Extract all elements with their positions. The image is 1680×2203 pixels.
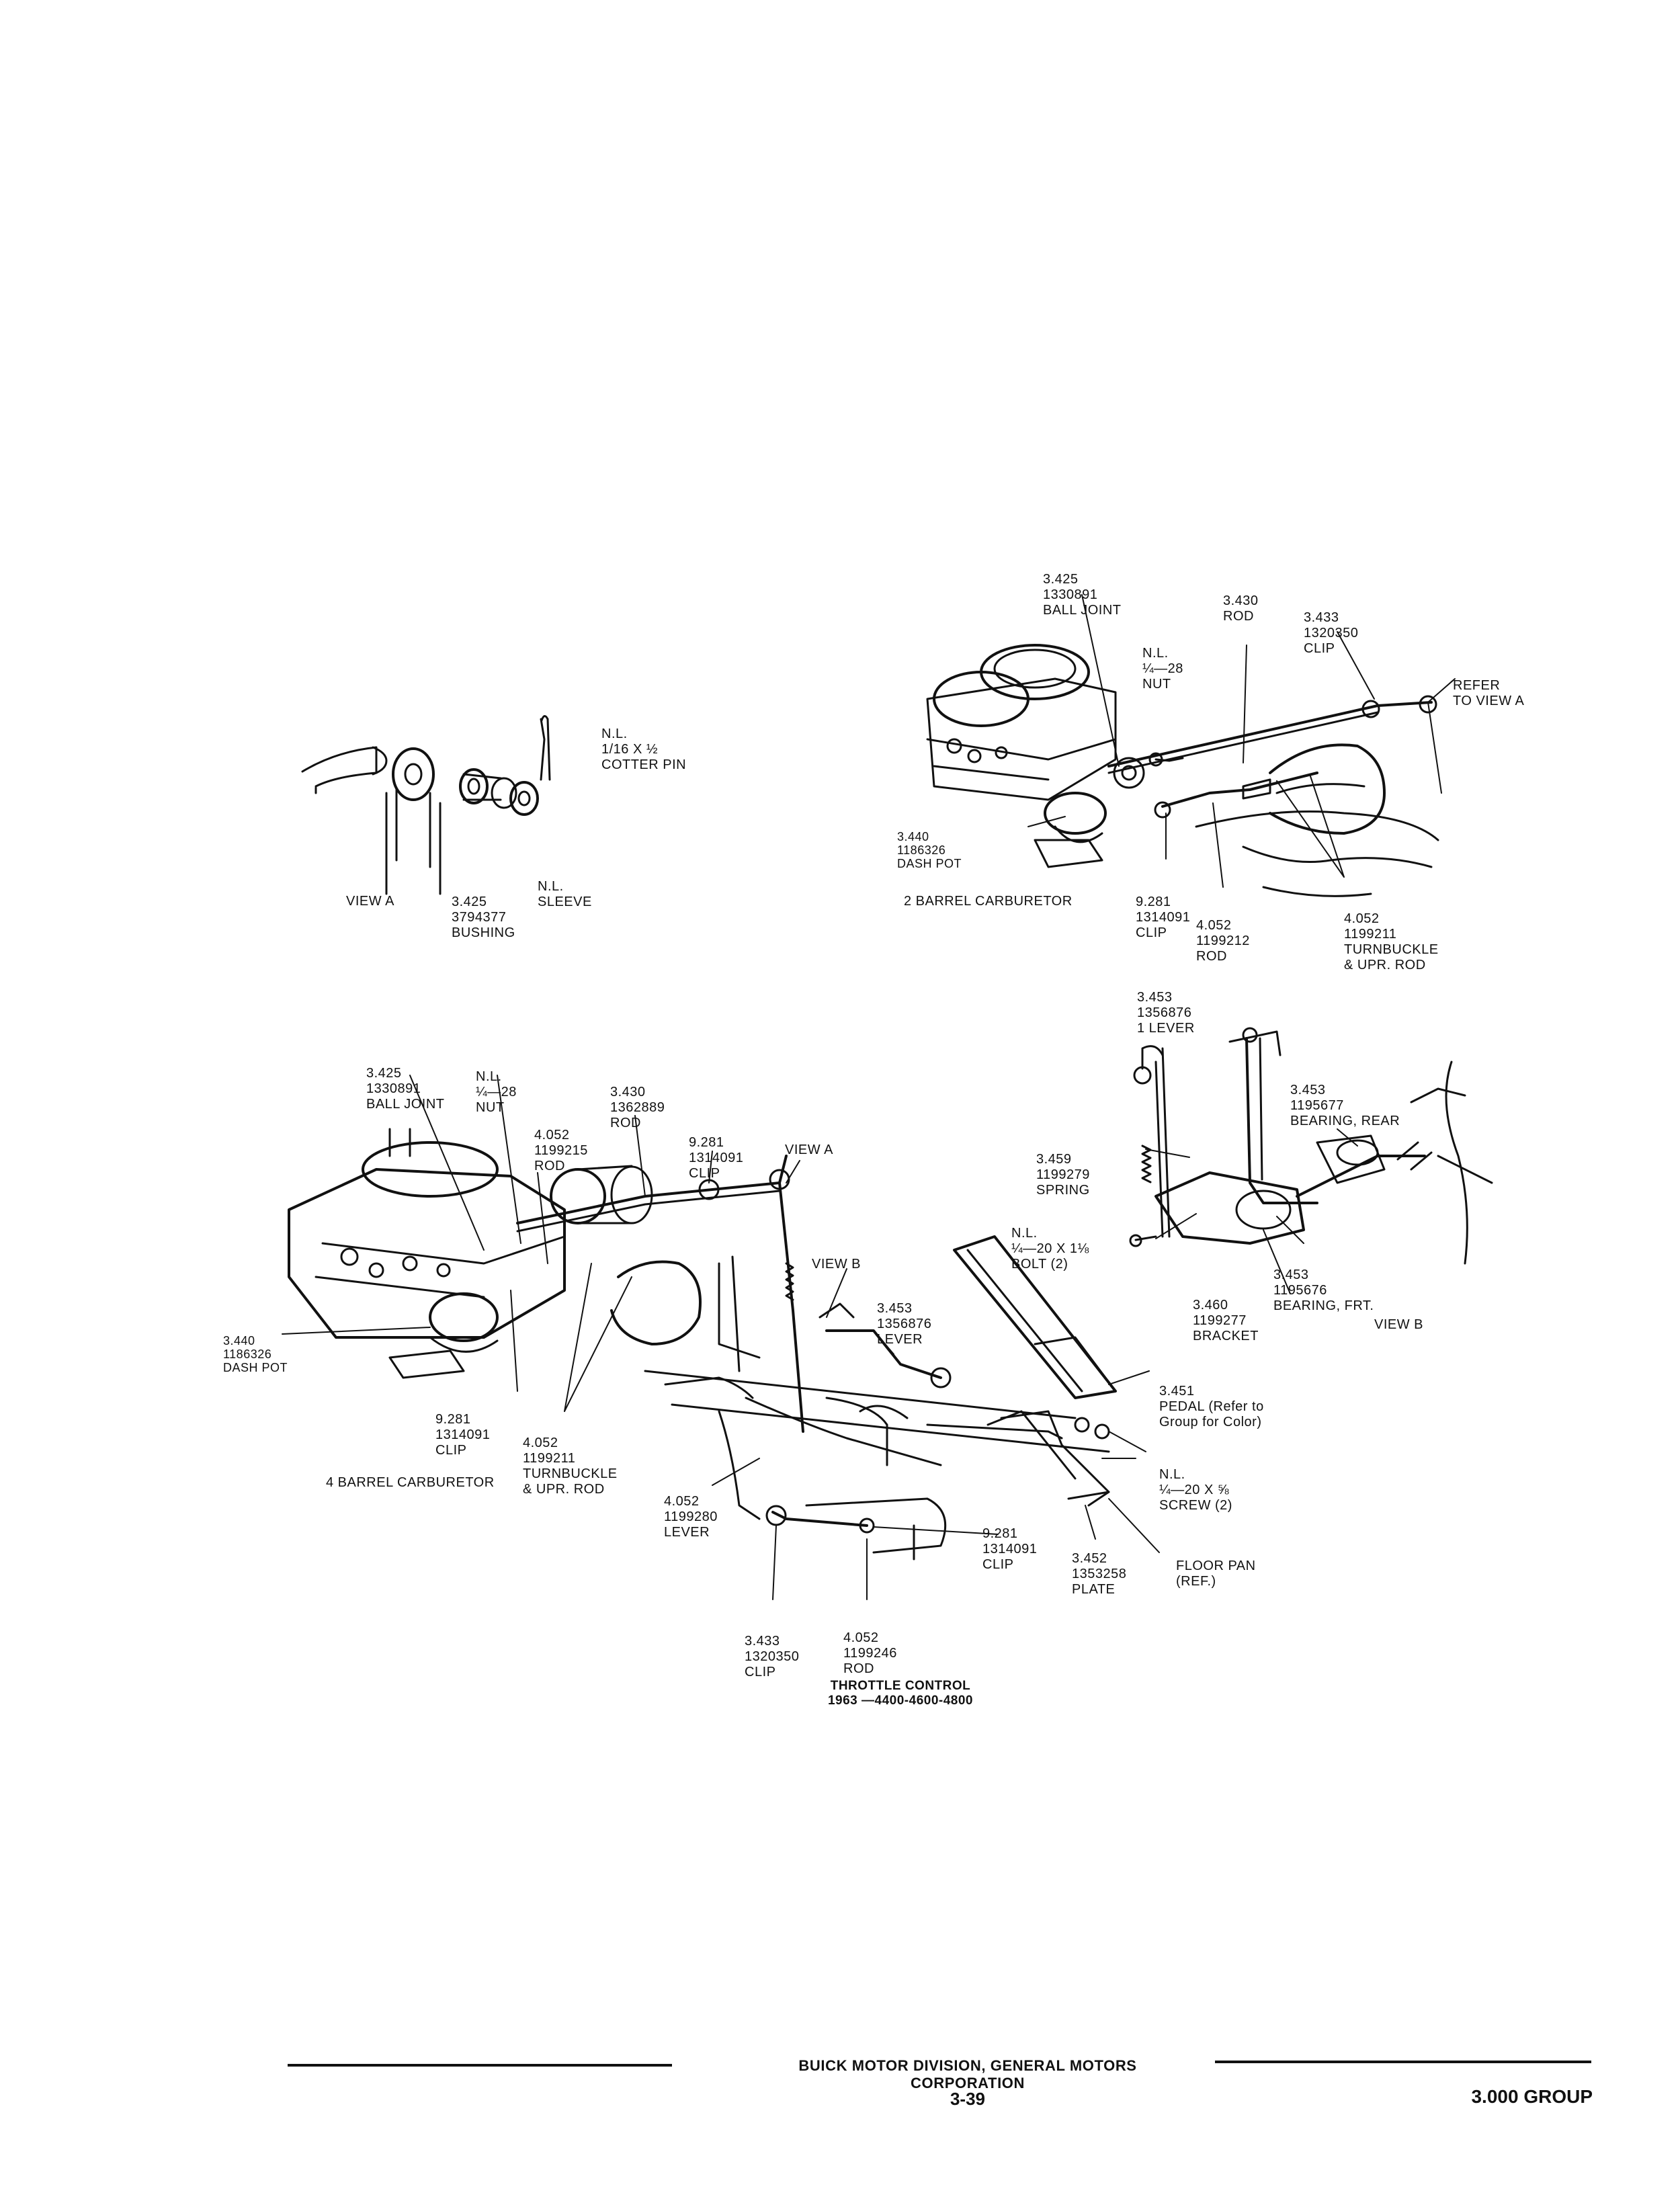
four-barrel-caption: 4 BARREL CARBURETOR (326, 1475, 495, 1490)
view-b-drawing (1129, 1027, 1493, 1294)
two-barrel-caption: 2 BARREL CARBURETOR (904, 894, 1073, 909)
callout-floor-pan: FLOOR PAN(REF.) (1176, 1558, 1256, 1589)
two-barrel-carburetor-drawing (926, 594, 1456, 897)
view-a-caption: VIEW A (346, 894, 394, 909)
page-number: 3-39 (950, 2089, 986, 2109)
view-b-caption: VIEW B (1374, 1317, 1424, 1332)
footer-rule-right (1215, 2061, 1591, 2063)
callout-view-a-ref: VIEW A (785, 1142, 833, 1157)
view-a-exploded-drawing (301, 715, 551, 895)
callout-sleeve: N.L.SLEEVE (538, 879, 592, 909)
group-label: 3.000 GROUP (1471, 2086, 1593, 2107)
footer-company: BUICK MOTOR DIVISION, GENERAL MOTORS COR… (798, 2057, 1137, 2091)
callout-view-b-ref: VIEW B (812, 1257, 862, 1272)
four-barrel-carburetor-drawing (282, 1075, 1160, 1600)
footer-rule-left (288, 2064, 672, 2067)
